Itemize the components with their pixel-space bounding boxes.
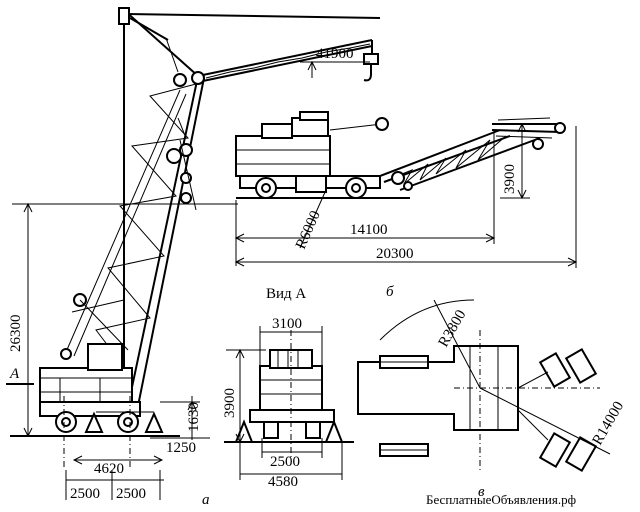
dim-outer-radius: R14000 [590,399,628,448]
watermark: БесплатныеОбъявления.рф [426,492,576,507]
dim-boom-height: 3900 [502,164,518,194]
dim-rail-offset: 1250 [166,440,196,456]
crane-plan-view: R3800 R14000 в [357,299,628,500]
dim-lift-height: 26300 [8,315,24,353]
front-view-a: Вид А [224,286,354,460]
section-marker-a: A [9,366,20,382]
dim-gauge-left: 2500 [70,486,100,502]
dim-rail-width: 2500 [270,454,300,470]
dim-outreach: 14100 [350,222,388,238]
panel-a-dimensions: 41900 26300 A 1630 1250 4620 2500 2500 а [6,46,370,508]
panel-b-dimensions: 3900 R6000 14100 20300 б [234,122,578,300]
view-a-dimensions: 3100 3900 2500 4580 [222,316,343,490]
dim-track-height: 1630 [186,402,202,432]
view-a-title: Вид А [266,286,306,302]
dim-top-width: 3100 [272,316,302,332]
panel-label-a: а [202,492,210,508]
panel-label-v: в [478,484,485,500]
crane-transport-view [235,111,566,199]
dim-wheelbase: 4620 [94,461,124,477]
dim-hook-height: 41900 [316,46,354,62]
dim-gauge-right: 2500 [116,486,146,502]
dim-front-height: 3900 [222,388,238,418]
dim-base-width: 4580 [268,474,298,490]
dim-tail-radius: R6000 [293,209,324,252]
crane-side-elevation [10,7,381,470]
panel-label-b: б [386,284,394,300]
dim-overall-length: 20300 [376,246,414,262]
